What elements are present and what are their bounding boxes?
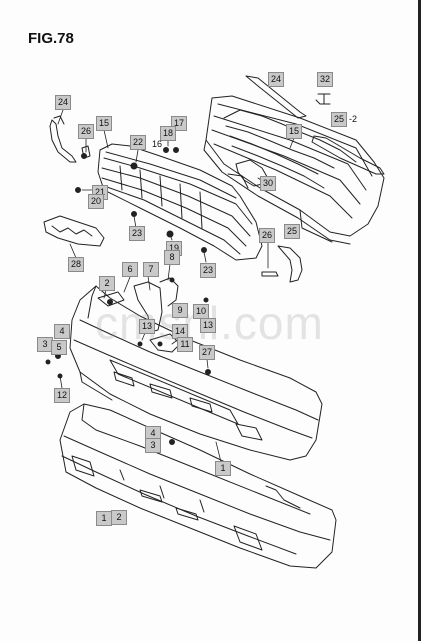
callout-24-left: 24: [55, 95, 71, 110]
callout-23-right: 23: [200, 263, 216, 278]
callout-16: 16: [152, 139, 163, 149]
callout-15-left: 15: [96, 116, 112, 131]
callout-3-mid: 3: [145, 438, 161, 453]
fasteners: [45, 147, 211, 445]
figure-title: FIG.78: [28, 30, 74, 47]
callout-26-right: 26: [259, 228, 275, 243]
callout-23-left: 23: [129, 226, 145, 241]
mounting-brackets: [97, 277, 181, 353]
callout-7: 7: [143, 262, 159, 277]
callout-28: 28: [68, 257, 84, 272]
callout-24-top: 24: [268, 72, 284, 87]
callout-8: 8: [164, 250, 180, 265]
callout-25-right: 25: [284, 224, 300, 239]
callout-4-left: 4: [54, 324, 70, 339]
callout-25-top: 25: [331, 112, 347, 127]
callout-20: 20: [88, 194, 104, 209]
left-bracket-28: [43, 215, 105, 247]
front-bumper-lower: [59, 403, 337, 569]
grille-assembly-center: [97, 143, 263, 261]
callout-30: 30: [260, 176, 276, 191]
callout-1-mid: 1: [215, 461, 231, 476]
callout-5: 5: [51, 340, 67, 355]
callout-10: 10: [193, 304, 209, 319]
callout-4-mid: 4: [145, 426, 161, 441]
lower-molding-25: [311, 135, 385, 175]
callout-9: 9: [172, 303, 188, 318]
callout-18: 18: [160, 126, 176, 141]
callout-15-right: 15: [286, 124, 302, 139]
callout-22: 22: [130, 135, 146, 150]
callout-2-top: 2: [99, 276, 115, 291]
side-molding-24: [49, 115, 77, 163]
callout-13-right: 13: [200, 318, 216, 333]
callout-12: 12: [54, 388, 70, 403]
grille-assembly-right: [203, 95, 385, 245]
callout-1-bottom: 1: [96, 511, 112, 526]
callout-27: 27: [199, 345, 215, 360]
callout-32: 32: [317, 72, 333, 87]
clip-part-32: [315, 93, 331, 105]
callout-11: 11: [177, 337, 193, 352]
callout-2-bottom: 2: [111, 510, 127, 525]
callout-25-suffix: -2: [349, 114, 358, 124]
callout-6: 6: [122, 262, 138, 277]
clip-26: [81, 145, 91, 159]
callout-13-left: 13: [139, 319, 155, 334]
upper-molding-24: [245, 75, 307, 119]
callout-26-left: 26: [78, 124, 94, 139]
right-bracket-25: [261, 245, 303, 283]
